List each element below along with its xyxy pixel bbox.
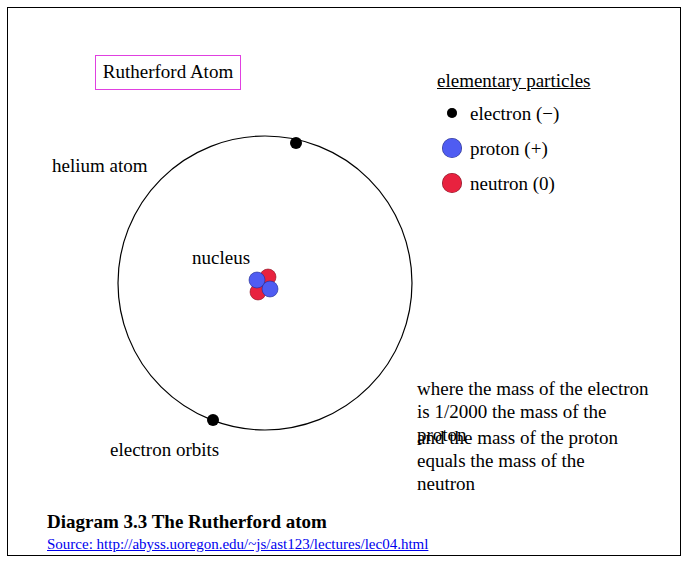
electron-dot	[207, 414, 219, 426]
figure-frame	[8, 8, 681, 556]
atom-label: helium atom	[52, 154, 148, 177]
electron-orbit	[118, 136, 412, 430]
title-text: Rutherford Atom	[102, 61, 234, 83]
legend-text: electron (−)	[470, 102, 559, 125]
nucleus-cluster	[249, 269, 278, 300]
legend-swatch	[442, 173, 462, 193]
legend-text: proton (+)	[470, 137, 548, 160]
figure-caption: Diagram 3.3 The Rutherford atom	[47, 510, 327, 533]
source-link: Source: http://abyss.uoregon.edu/~js/ast…	[47, 533, 428, 556]
orbit-label: electron orbits	[110, 438, 219, 461]
legend-swatch	[447, 108, 457, 118]
electron-dot	[290, 137, 302, 149]
legend-swatch	[442, 138, 462, 158]
title-box: Rutherford Atom	[95, 55, 241, 90]
legend-heading: elementary particles	[437, 69, 591, 92]
nucleus-label: nucleus	[192, 246, 250, 269]
legend-text: neutron (0)	[470, 172, 555, 195]
proton-ball	[262, 281, 278, 297]
mass-note: and the mass of the proton equals the ma…	[417, 426, 622, 495]
